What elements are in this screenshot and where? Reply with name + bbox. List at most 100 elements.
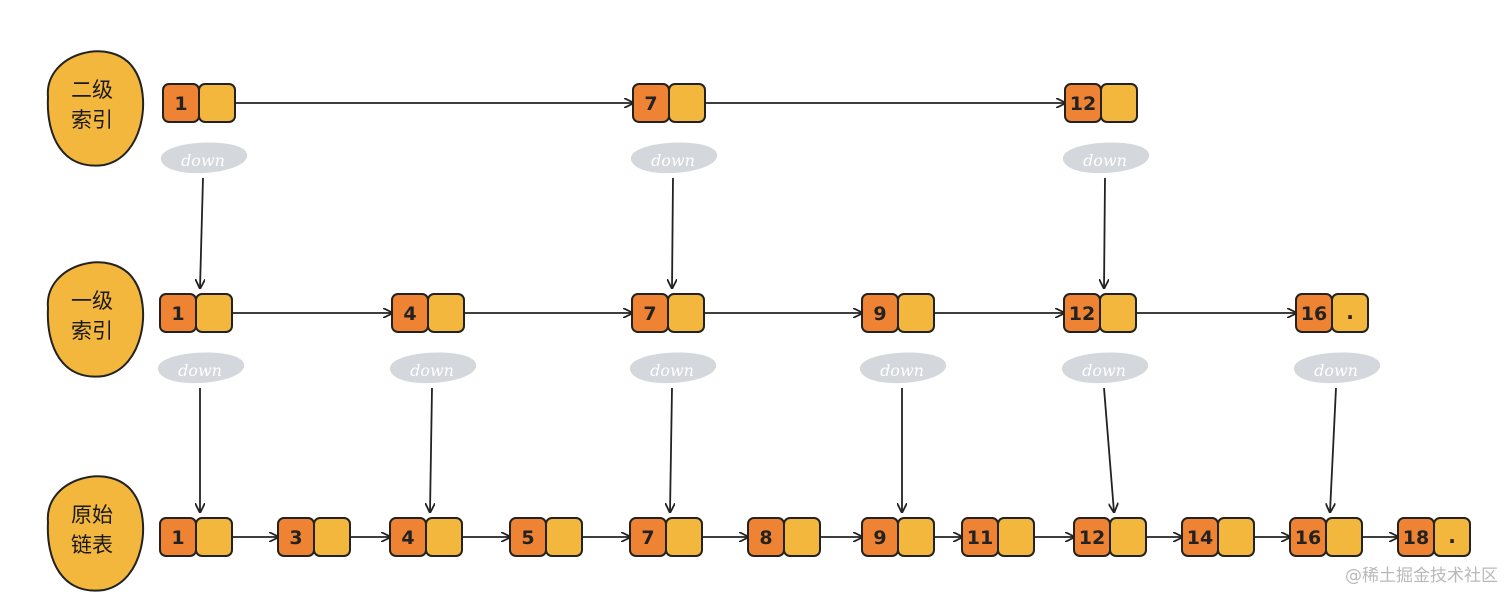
node-pointer-cell: [195, 517, 233, 557]
list-node: 16: [1289, 517, 1363, 557]
node-pointer-cell: [1099, 293, 1137, 333]
null-pointer-marker: .: [1448, 524, 1456, 548]
node-value-text: 11: [967, 527, 993, 549]
node-value-text: 3: [289, 527, 302, 549]
node-value-text: 1: [171, 527, 184, 549]
node-pointer-cell: [897, 293, 935, 333]
node-value-text: 1: [174, 93, 187, 115]
watermark: @稀土掘金技术社区: [1345, 566, 1498, 586]
list-node: 16.: [1295, 293, 1369, 333]
list-node: 3: [277, 517, 351, 557]
down-pointer-label: [1062, 142, 1150, 174]
node-value-text: 14: [1187, 527, 1213, 549]
node-pointer-cell: [425, 517, 463, 557]
down-pointer-arrow: [1104, 177, 1105, 288]
down-pointer-arrow: [430, 387, 432, 512]
list-node: 7: [631, 293, 705, 333]
down-label-text: down: [410, 361, 454, 380]
node-value-text: 12: [1069, 303, 1095, 325]
node-pointer-cell: [195, 293, 233, 333]
list-node: 8: [747, 517, 821, 557]
list-node: 4: [389, 517, 463, 557]
node-value-text: 7: [641, 527, 654, 549]
node-pointer-cell: [198, 83, 236, 123]
down-label-text: down: [181, 151, 225, 170]
node-pointer-cell: [1433, 517, 1471, 557]
node-value-text: 5: [521, 527, 534, 549]
node-pointer-cell: [427, 293, 465, 333]
null-pointer-marker: .: [1346, 300, 1354, 324]
node-pointer-cell: [665, 517, 703, 557]
list-node: 9: [861, 517, 935, 557]
node-value-text: 18: [1403, 527, 1429, 549]
node-pointer-cell: [313, 517, 351, 557]
list-node: 5: [509, 517, 583, 557]
down-pointer-label: [157, 352, 245, 384]
node-value-text: 4: [403, 303, 416, 325]
node-pointer-cell: [1217, 517, 1255, 557]
node-pointer-cell: [668, 83, 706, 123]
list-node: 11: [961, 517, 1035, 557]
node-value-text: 9: [873, 527, 886, 549]
node-pointer-cell: [997, 517, 1035, 557]
node-pointer-cell: [1325, 517, 1363, 557]
list-node: 12: [1063, 293, 1137, 333]
down-pointer-arrow: [672, 177, 673, 288]
list-node: 14: [1181, 517, 1255, 557]
list-node: 12: [1064, 83, 1138, 123]
down-pointer-label: [859, 352, 947, 384]
level-label-text: 二级: [71, 78, 113, 102]
list-node: 9: [861, 293, 935, 333]
down-label-text: down: [1083, 151, 1127, 170]
list-node: 18.: [1397, 517, 1471, 557]
down-label-text: down: [178, 361, 222, 380]
node-pointer-cell: [545, 517, 583, 557]
down-label-text: down: [1314, 361, 1358, 380]
down-pointer-arrow: [670, 387, 672, 512]
down-label-text: down: [651, 151, 695, 170]
down-pointer-label: [630, 142, 718, 174]
level-label-text: 链表: [71, 533, 113, 557]
level-label-blob: [46, 475, 145, 592]
down-pointer-label: [160, 142, 248, 174]
down-label-text: down: [650, 361, 694, 380]
down-pointer-label: [1061, 352, 1149, 384]
list-node: 1: [162, 83, 236, 123]
node-pointer-cell: [897, 517, 935, 557]
list-node: 7: [629, 517, 703, 557]
node-pointer-cell: [1109, 517, 1147, 557]
node-value-text: 7: [643, 303, 656, 325]
down-pointer-arrow: [1103, 387, 1114, 512]
node-value-text: 8: [759, 527, 772, 549]
node-value-text: 7: [644, 93, 657, 115]
node-pointer-cell: [783, 517, 821, 557]
list-node: 1: [159, 293, 233, 333]
node-pointer-cell: [667, 293, 705, 333]
node-value-text: 16: [1295, 527, 1321, 549]
level-label-text: 索引: [71, 108, 113, 132]
level-label-blob: [46, 50, 145, 167]
list-node: 4: [391, 293, 465, 333]
down-pointer-label: [389, 352, 477, 384]
list-node: 1: [159, 517, 233, 557]
node-value-text: 9: [873, 303, 886, 325]
node-pointer-cell: [1100, 83, 1138, 123]
down-pointer-arrow: [1330, 387, 1337, 512]
list-node: 7: [632, 83, 706, 123]
node-value-text: 12: [1079, 527, 1105, 549]
level-label-text: 一级: [71, 289, 113, 313]
down-pointer-label: [629, 352, 717, 384]
list-node: 12: [1073, 517, 1147, 557]
node-pointer-cell: [1331, 293, 1369, 333]
level-label-text: 原始: [71, 503, 113, 527]
level-label-blob: [46, 261, 145, 378]
node-value-text: 16: [1301, 303, 1327, 325]
node-value-text: 4: [401, 527, 414, 549]
down-label-text: down: [880, 361, 924, 380]
down-label-text: down: [1082, 361, 1126, 380]
node-value-text: 1: [171, 303, 184, 325]
level-label-text: 索引: [71, 319, 113, 343]
down-pointer-arrow: [200, 177, 203, 288]
node-value-text: 12: [1070, 93, 1096, 115]
